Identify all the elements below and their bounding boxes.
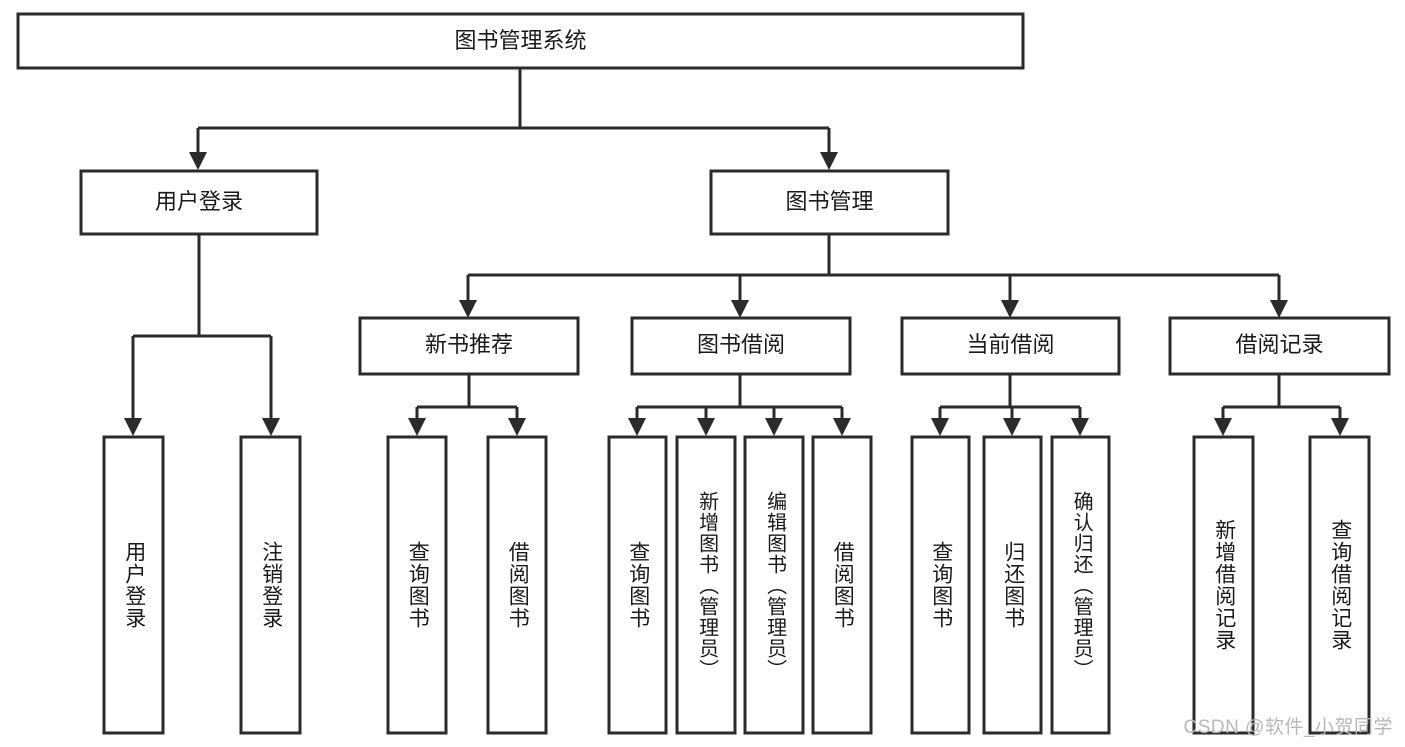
leaf-rect-query-books-current[interactable] (910, 435, 971, 735)
arrowhead-user-login-to-leaf2 (262, 418, 280, 436)
arrowhead-current-to-leaf1 (931, 418, 949, 436)
arrowhead-current-to-leaf2 (1003, 418, 1021, 436)
leaf-rect-add-borrow-record[interactable] (1192, 435, 1255, 735)
arrowhead-records-to-leaf1 (1214, 418, 1232, 436)
node-root-rect[interactable] (16, 12, 1025, 70)
leaf-rect-borrow-books[interactable] (811, 435, 873, 735)
node-book-borrow-rect[interactable] (630, 316, 852, 376)
arrowhead-new-books-to-leaf1 (408, 418, 426, 436)
connector-group-user-login (124, 234, 280, 436)
arrowhead-borrow-to-leaf2 (697, 418, 715, 436)
node-borrow-records-rect[interactable] (1168, 316, 1391, 376)
leaf-rect-borrow-books-new[interactable] (486, 435, 548, 735)
arrowhead-borrow-to-leaf1 (628, 418, 646, 436)
connector-group-new-books (408, 374, 526, 436)
node-user-login-rect[interactable] (79, 169, 319, 236)
arrowhead-book-mgmt-to-borrow (731, 300, 749, 318)
connector-group-records (1214, 374, 1349, 436)
node-borrow-records-label: 借阅记录 (1235, 332, 1323, 357)
leaf-box-group (102, 435, 1371, 735)
connector-group-root (189, 68, 838, 170)
arrowhead-user-login-to-leaf1 (124, 418, 142, 436)
leaf-rect-add-book-admin[interactable] (675, 435, 737, 735)
leaf-rect-confirm-return-admin[interactable] (1050, 435, 1111, 735)
arrowhead-root-to-book-mgmt (820, 152, 838, 170)
arrowhead-borrow-to-leaf4 (833, 418, 851, 436)
arrowhead-root-to-user-login (189, 152, 207, 170)
connector-group-current (931, 374, 1089, 436)
node-book-management-rect[interactable] (709, 169, 950, 236)
arrowhead-borrow-to-leaf3 (765, 418, 783, 436)
node-root-label: 图书管理系统 (454, 28, 586, 53)
arrowhead-current-to-leaf3 (1071, 418, 1089, 436)
node-book-management-label: 图书管理 (785, 189, 873, 214)
connector-group-borrow (628, 374, 851, 436)
node-current-borrow-label: 当前借阅 (966, 332, 1054, 357)
node-user-login[interactable]: 用户登录 (79, 169, 319, 236)
node-new-book-recommend[interactable]: 新书推荐 (358, 316, 580, 376)
leaf-rect-query-books-new[interactable] (386, 435, 448, 735)
node-new-book-recommend-label: 新书推荐 (425, 332, 513, 357)
node-user-login-label: 用户登录 (155, 189, 243, 214)
node-root[interactable]: 图书管理系统 (16, 12, 1025, 70)
node-current-borrow[interactable]: 当前借阅 (900, 316, 1121, 376)
leaf-rect-query-books-borrow[interactable] (607, 435, 668, 735)
node-book-borrow-label: 图书借阅 (697, 332, 785, 357)
leaf-rect-query-borrow-record[interactable] (1308, 435, 1371, 735)
leaf-rect-logout[interactable] (239, 435, 302, 735)
arrowhead-book-mgmt-to-records (1270, 300, 1288, 318)
node-new-book-recommend-rect[interactable] (358, 316, 580, 376)
leaf-rect-edit-book-admin[interactable] (743, 435, 805, 735)
arrowhead-new-books-to-leaf2 (508, 418, 526, 436)
node-current-borrow-rect[interactable] (900, 316, 1121, 376)
arrowhead-book-mgmt-to-current (1001, 300, 1019, 318)
leaf-rect-return-books[interactable] (982, 435, 1043, 735)
node-book-management[interactable]: 图书管理 (709, 169, 950, 236)
node-book-borrow[interactable]: 图书借阅 (630, 316, 852, 376)
leaf-rect-user-login[interactable] (102, 435, 165, 735)
arrowhead-records-to-leaf2 (1331, 418, 1349, 436)
csdn-watermark: CSDN @软件_小贺同学 (1183, 717, 1393, 738)
connector-group-book-mgmt (459, 234, 1288, 318)
node-borrow-records[interactable]: 借阅记录 (1168, 316, 1391, 376)
arrowhead-book-mgmt-to-new-books (459, 300, 477, 318)
